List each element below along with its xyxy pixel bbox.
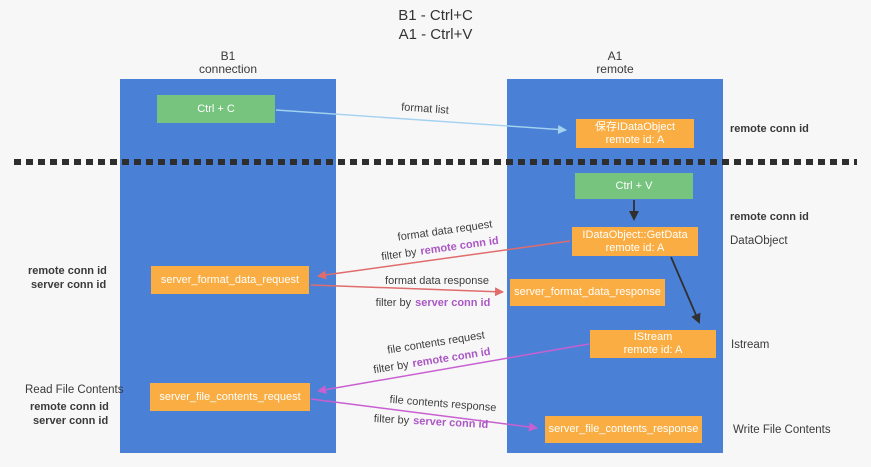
right-column-header: A1 remote bbox=[507, 50, 723, 76]
copy-paste-divider-dashed-line bbox=[14, 159, 857, 165]
dataobject-annotation: DataObject bbox=[730, 235, 788, 247]
server-format-data-request-node: server_format_data_request bbox=[151, 266, 309, 294]
server-format-data-request-label: server_format_data_request bbox=[160, 273, 300, 286]
title-line-1: B1 - Ctrl+C bbox=[398, 7, 473, 24]
left-column-header: B1 connection bbox=[120, 50, 336, 76]
left-column-name: B1 bbox=[220, 49, 236, 63]
format-data-response-label: format data response bbox=[385, 275, 489, 287]
ctrl-v-label: Ctrl + V bbox=[615, 179, 653, 192]
istream-line1: IStream bbox=[633, 331, 673, 343]
server-file-contents-response-label: server_file_contents_response bbox=[548, 423, 699, 435]
server-file-contents-request-node: server_file_contents_request bbox=[150, 383, 310, 411]
ctrl-v-node: Ctrl + V bbox=[575, 173, 693, 199]
read-file-contents-annotation: Read File Contents bbox=[25, 384, 124, 396]
server-format-data-response-node: server_format_data_response bbox=[510, 279, 665, 306]
remote-conn-id-annotation-dataobject: remote conn id bbox=[730, 211, 809, 223]
format-list-label: format list bbox=[400, 101, 450, 117]
server-conn-id-annotation-format: server conn id bbox=[31, 279, 107, 291]
server-file-contents-request-label: server_file_contents_request bbox=[159, 390, 301, 403]
istream-annotation: Istream bbox=[731, 339, 770, 351]
save-idataobject-line2: remote id: A bbox=[605, 133, 665, 146]
save-idataobject-line1: 保存IDataObject bbox=[594, 120, 676, 133]
right-column-type: remote bbox=[596, 62, 634, 76]
getdata-line2: remote id: A bbox=[605, 241, 665, 254]
title-line-2: A1 - Ctrl+V bbox=[398, 26, 473, 43]
remote-conn-id-annotation-format: remote conn id bbox=[28, 265, 107, 277]
remote-conn-id-annotation-file: remote conn id bbox=[30, 401, 109, 413]
server-file-contents-response-node: server_file_contents_response bbox=[545, 416, 702, 443]
diagram-title: B1 - Ctrl+C A1 - Ctrl+V bbox=[0, 6, 871, 44]
right-column-name: A1 bbox=[607, 49, 623, 63]
left-column-type: connection bbox=[198, 62, 258, 76]
ctrl-c-label: Ctrl + C bbox=[197, 102, 235, 115]
istream-node: IStream remote id: A bbox=[590, 330, 716, 358]
save-idataobject-node: 保存IDataObject remote id: A bbox=[576, 119, 694, 148]
file-contents-response-label: file contents response bbox=[389, 393, 497, 415]
server-conn-id-annotation-file: server conn id bbox=[33, 415, 109, 427]
write-file-contents-annotation: Write File Contents bbox=[733, 424, 831, 436]
idataobject-getdata-node: IDataObject::GetData remote id: A bbox=[572, 227, 698, 256]
ctrl-c-node: Ctrl + C bbox=[157, 95, 275, 123]
remote-conn-id-annotation-top: remote conn id bbox=[730, 123, 809, 135]
server-format-data-response-label: server_format_data_response bbox=[514, 286, 661, 298]
istream-line2: remote id: A bbox=[623, 344, 683, 356]
getdata-line1: IDataObject::GetData bbox=[582, 228, 688, 241]
